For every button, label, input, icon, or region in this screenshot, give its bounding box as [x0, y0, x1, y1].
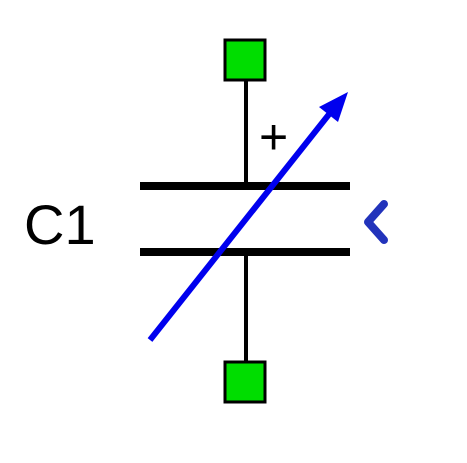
diagonal-arrow-shaft	[147, 106, 337, 342]
top-terminal-square-icon[interactable]	[223, 38, 267, 82]
chevron-left-icon	[364, 200, 388, 244]
polarity-mark: +	[259, 109, 288, 165]
diagonal-arrow-icon	[319, 92, 348, 122]
bottom-terminal-square-icon[interactable]	[223, 360, 267, 404]
reference-label: C1	[24, 193, 96, 256]
